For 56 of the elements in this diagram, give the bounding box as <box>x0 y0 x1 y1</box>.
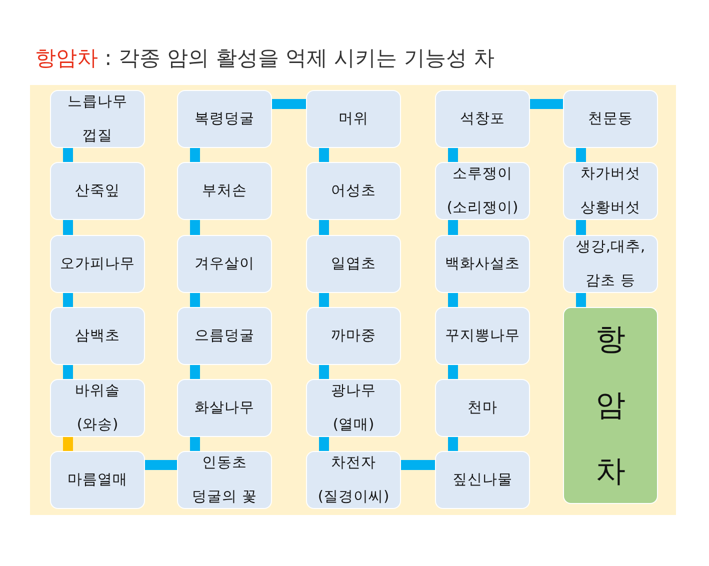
connector-bar <box>576 148 586 162</box>
plant-box: 짚신나물 <box>435 451 530 509</box>
connector-bar <box>319 293 329 307</box>
plant-box: 생강,대추, 감초 등 <box>563 235 658 293</box>
connector-bar <box>63 365 73 379</box>
connector-bar <box>448 220 458 235</box>
plant-box: 부처손 <box>177 162 272 220</box>
connector-bar <box>319 365 329 379</box>
connector-bar <box>576 220 586 235</box>
plant-box: 백화사설초 <box>435 235 530 293</box>
plant-box: 산죽잎 <box>50 162 145 220</box>
plant-box: 꾸지뽕나무 <box>435 307 530 365</box>
connector-bar <box>319 148 329 162</box>
plant-box: 천문동 <box>563 90 658 148</box>
connector-bar <box>63 293 73 307</box>
plant-box: 화살나무 <box>177 379 272 437</box>
connector-bar <box>190 437 200 451</box>
connector-bar <box>63 437 73 451</box>
connector-bar <box>190 365 200 379</box>
connector-bar <box>145 460 177 470</box>
connector-bar <box>190 293 200 307</box>
plant-box: 느릅나무 껍질 <box>50 90 145 148</box>
connector-bar <box>272 99 306 109</box>
plant-box: 인동초 덩굴의 꽃 <box>177 451 272 509</box>
plant-box: 어성초 <box>306 162 401 220</box>
plant-box: 까마중 <box>306 307 401 365</box>
connector-bar <box>448 437 458 451</box>
connector-bar <box>190 220 200 235</box>
plant-box: 일엽초 <box>306 235 401 293</box>
plant-box: 바위솔 (와송) <box>50 379 145 437</box>
connector-bar <box>448 365 458 379</box>
connector-bar <box>319 437 329 451</box>
result-box: 항암차 <box>563 307 658 504</box>
connector-bar <box>319 220 329 235</box>
plant-box: 차가버섯 상황버섯 <box>563 162 658 220</box>
connector-bar <box>576 293 586 307</box>
plant-box: 삼백초 <box>50 307 145 365</box>
connector-bar <box>401 460 435 470</box>
plant-box: 복령덩굴 <box>177 90 272 148</box>
connector-bar <box>63 148 73 162</box>
plant-box: 광나무 (열매) <box>306 379 401 437</box>
plant-box: 석창포 <box>435 90 530 148</box>
title: 항암차 : 각종 암의 활성을 억제 시키는 기능성 차 <box>35 45 494 72</box>
connector-bar <box>190 148 200 162</box>
connector-bar <box>448 293 458 307</box>
plant-box: 겨우살이 <box>177 235 272 293</box>
plant-box: 오가피나무 <box>50 235 145 293</box>
plant-box: 마름열매 <box>50 451 145 509</box>
connector-bar <box>63 220 73 235</box>
plant-box: 머위 <box>306 90 401 148</box>
connector-bar <box>448 148 458 162</box>
plant-box: 소루쟁이 (소리쟁이) <box>435 162 530 220</box>
plant-box: 차전자 (질경이씨) <box>306 451 401 509</box>
plant-box: 천마 <box>435 379 530 437</box>
plant-box: 으름덩굴 <box>177 307 272 365</box>
connector-bar <box>530 99 563 109</box>
